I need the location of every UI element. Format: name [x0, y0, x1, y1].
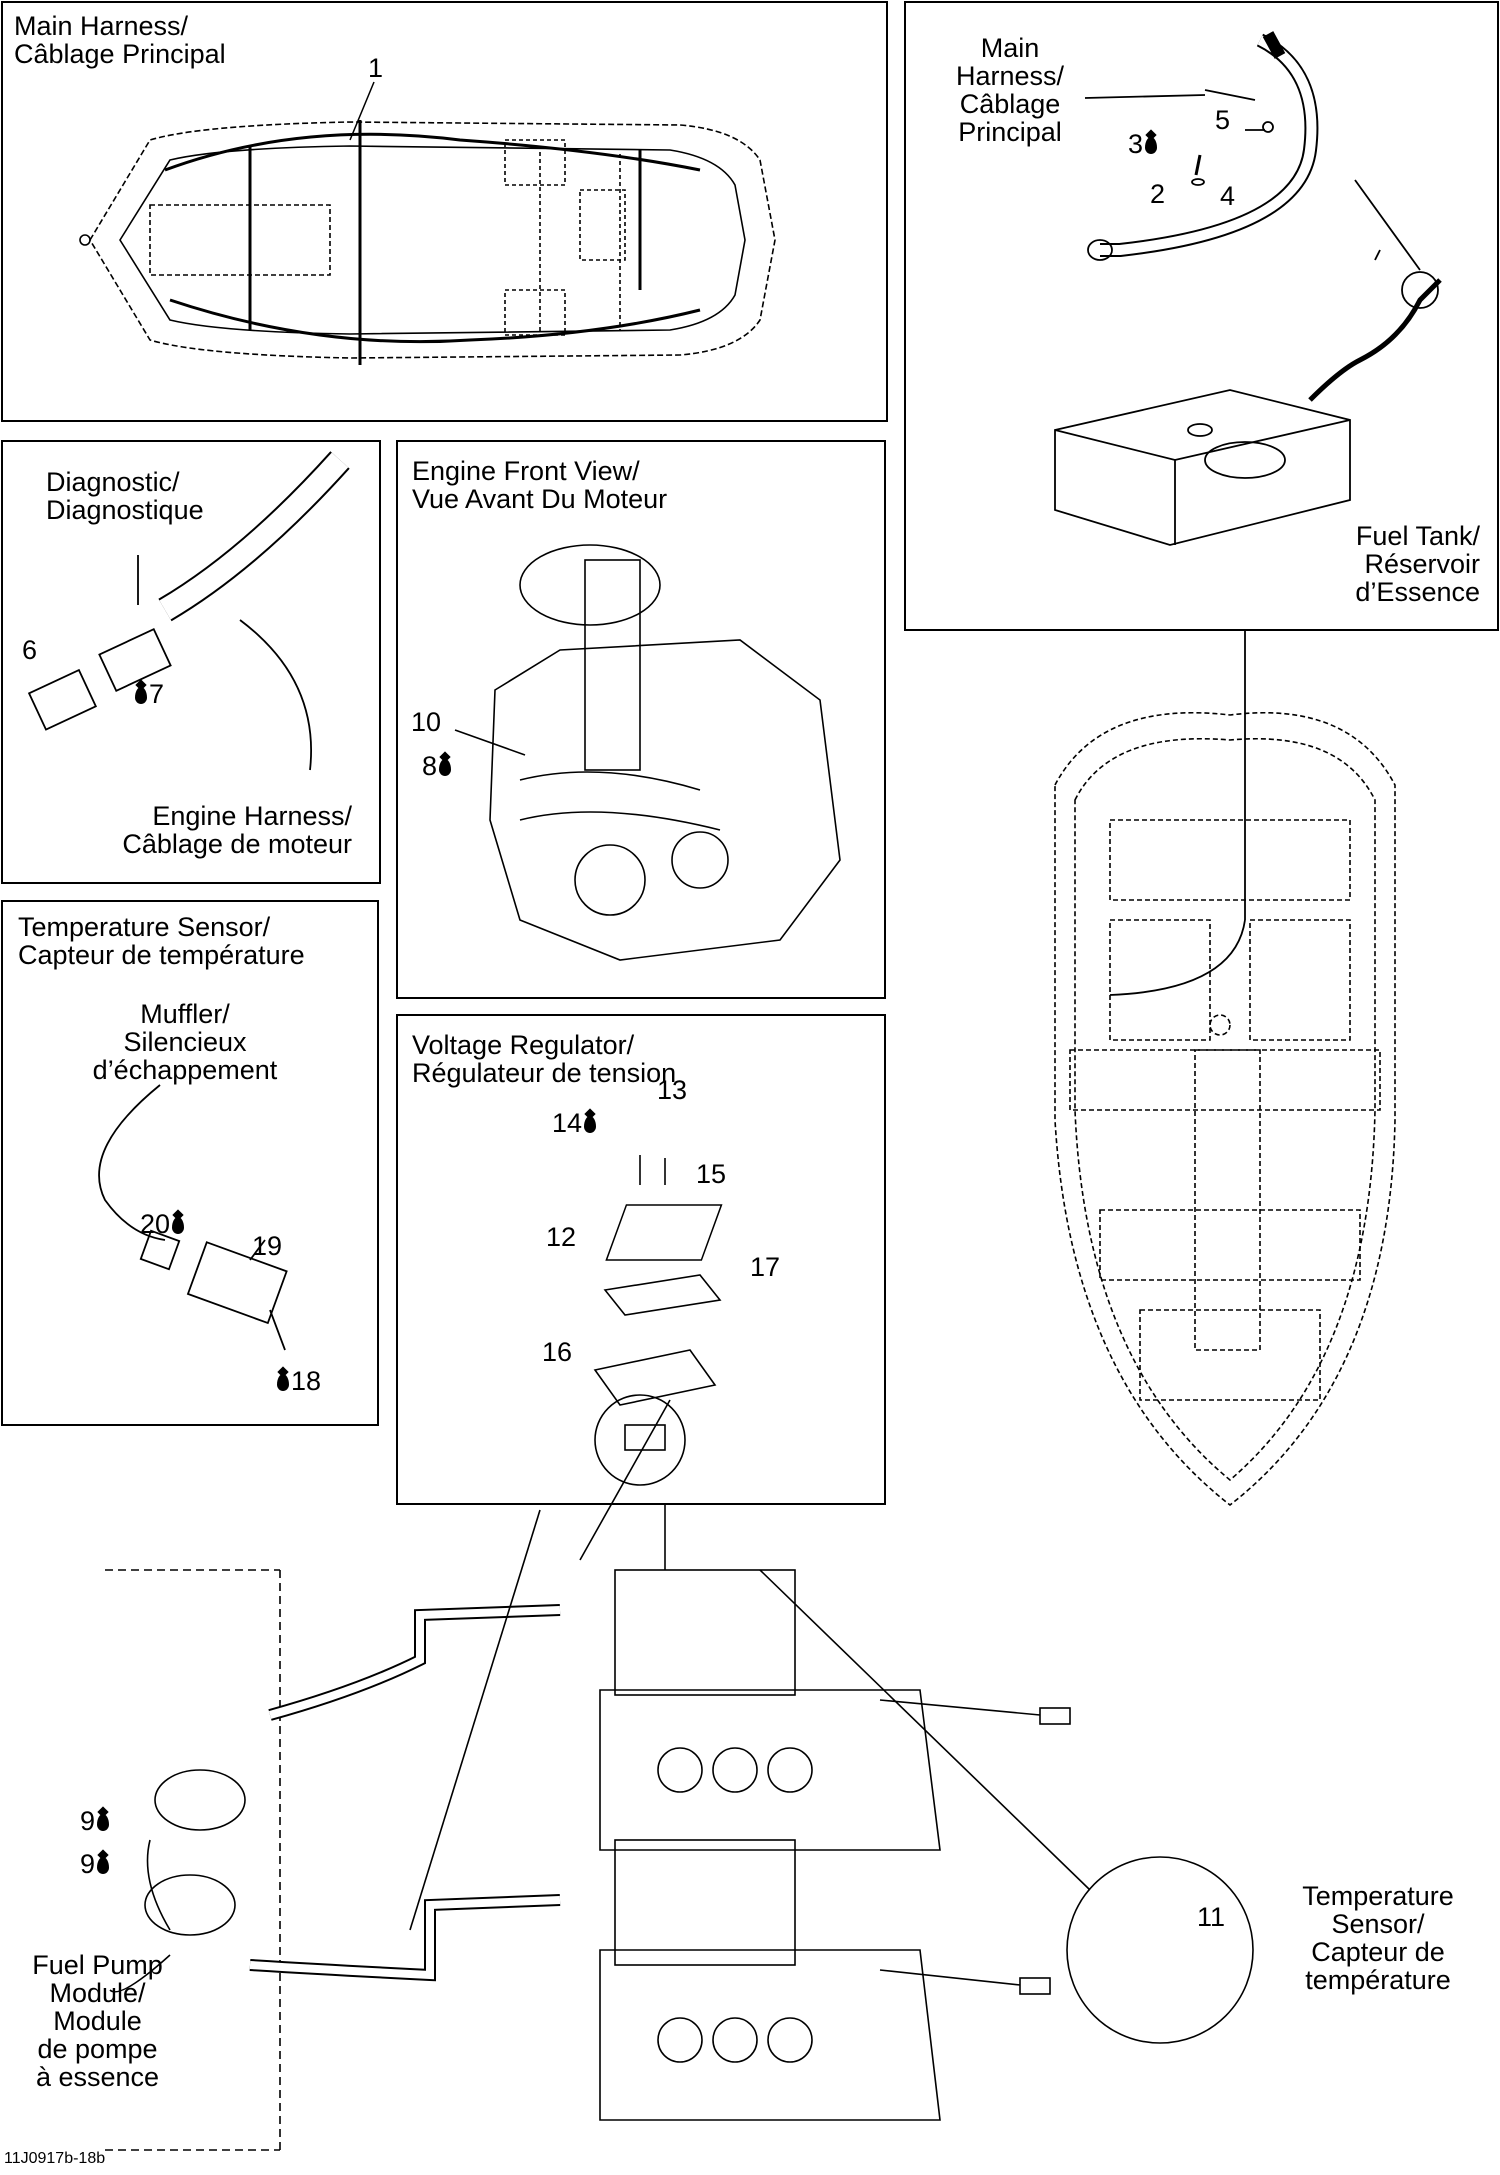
callout-20: 20 — [140, 1210, 186, 1238]
engine-harness-label: Engine Harness/ Câblage de moteur — [122, 801, 352, 859]
engine-front-frame — [396, 440, 886, 999]
sealant-drop-icon — [584, 1116, 597, 1133]
diagnostic-label: Diagnostic/ Diagnostique — [46, 467, 204, 525]
callout-7: 7 — [133, 680, 164, 708]
voltage-regulator-drawing — [593, 1155, 723, 1486]
callout-15: 15 — [696, 1159, 727, 1189]
callout-19: 19 — [252, 1231, 283, 1261]
sealant-drop-icon — [439, 759, 452, 776]
callout-1: 1 — [368, 53, 384, 83]
fuel-tank-label: Fuel Tank/ Réservoir d’Essence — [1355, 521, 1480, 607]
callout-5: 5 — [1215, 105, 1231, 135]
figure-code: 11J0917b-18b — [4, 2150, 106, 2167]
callout-9-upper: 9 — [80, 1807, 111, 1835]
temperature-sensor-frame — [1, 900, 379, 1426]
right-hull-drawing — [1054, 711, 1396, 1507]
diagnostic-frame — [1, 440, 381, 884]
temp-sensor-title: Temperature Sensor/ Capteur de températu… — [18, 912, 305, 970]
main-harness-title: Main Harness/ Câblage Principal — [14, 11, 226, 69]
callout-4: 4 — [1220, 181, 1236, 211]
fuel-pump-label: Fuel Pump Module/ Module de pompe à esse… — [32, 1950, 163, 2092]
voltage-regulator-frame — [396, 1014, 886, 1505]
sealant-drop-icon — [97, 1857, 110, 1874]
callout-16: 16 — [542, 1337, 573, 1367]
callout-9-lower: 9 — [80, 1850, 111, 1878]
engine-front-drawing — [454, 544, 841, 961]
muffler-label: Muffler/ Silencieux d’échappement — [92, 999, 278, 1085]
engines-drawing — [105, 1399, 1254, 2151]
sealant-drop-icon — [1145, 137, 1158, 154]
sealant-drop-icon — [135, 687, 147, 704]
callout-3: 3 — [1128, 130, 1159, 158]
callout-11: 11 — [1197, 1902, 1226, 1932]
callout-2: 2 — [1150, 179, 1166, 209]
main-harness-frame — [1, 1, 888, 422]
callout-13: 13 — [657, 1075, 688, 1105]
engine-front-title: Engine Front View/ Vue Avant Du Moteur — [412, 456, 668, 514]
callout-14: 14 — [552, 1109, 598, 1137]
callout-12: 12 — [546, 1222, 577, 1252]
fuel-tank-frame — [904, 1, 1499, 631]
sealant-drop-icon — [97, 1814, 110, 1831]
engine-temp-sensor-label: Temperature Sensor/ Capteur de températu… — [1302, 1881, 1454, 1995]
callout-10: 10 — [411, 707, 442, 737]
callout-6: 6 — [22, 635, 38, 665]
callout-18: 18 — [275, 1367, 321, 1395]
sealant-drop-icon — [277, 1374, 289, 1391]
sealant-drop-icon — [172, 1217, 185, 1234]
temp-sensor-drawing — [98, 1084, 288, 1351]
callout-17: 17 — [750, 1252, 781, 1282]
fuel-tank-harness-label: Main Harness/ Câblage Principal — [955, 33, 1065, 147]
callout-8: 8 — [422, 752, 453, 780]
diagnostic-drawing — [27, 451, 350, 771]
hull-harness-drawing — [79, 81, 776, 365]
voltage-regulator-title: Voltage Regulator/ Régulateur de tension — [412, 1030, 677, 1088]
fuel-tank-drawing — [1054, 31, 1442, 996]
